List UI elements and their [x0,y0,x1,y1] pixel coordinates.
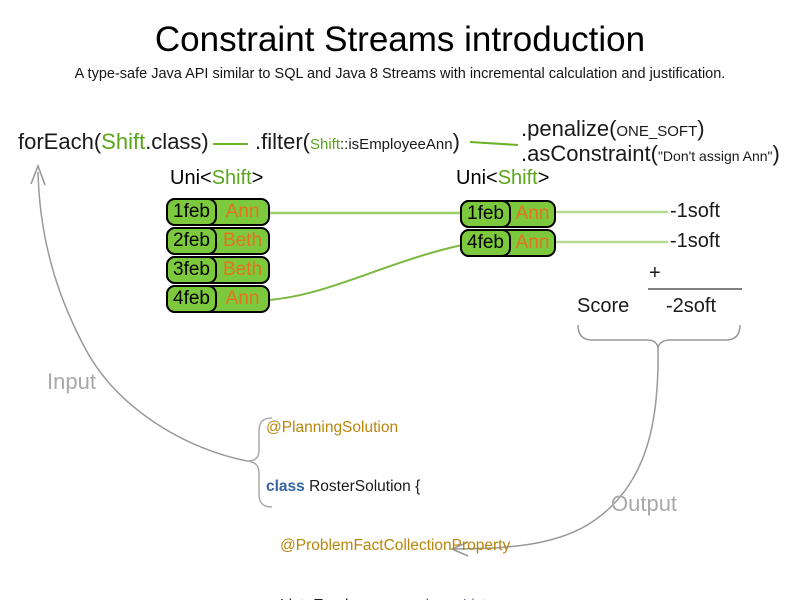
shift-employee: Ann [225,201,260,222]
code-token: employeeList; [395,597,491,600]
shift-employee: Ann [515,203,550,224]
asconstraint-pre: .asConstraint( [521,141,658,166]
subtitle: A type-safe Java API similar to SQL and … [74,66,726,82]
shift-row: 4feb Ann [166,285,270,313]
score-label: Score [577,295,630,317]
output-label: Output [611,491,678,516]
input-label: Input [47,369,96,394]
shift-employee: Ann [225,288,260,309]
page-title: Constraint Streams introduction [154,20,646,59]
shift-row: 2feb Beth [166,227,270,255]
shift-row: 3feb Beth [166,256,270,284]
foreach-type: Shift [101,129,146,154]
input-shift-table: 1feb Ann 2feb Beth 3feb Beth 4feb Ann [166,198,270,314]
code-line: @ProblemFactCollectionProperty [266,536,521,556]
shift-date: 1feb [166,198,217,226]
code-line: @PlanningSolution [266,418,521,438]
code-token: RosterSolution { [304,477,421,495]
filter-type: Shift [310,136,341,153]
code-line: class RosterSolution { [266,477,521,497]
foreach-pre: forEach( [18,129,102,154]
shift-date: 3feb [166,256,217,284]
filtered-shift-table: 1feb Ann 4feb Ann [460,200,556,258]
score-total: -2soft [666,295,717,317]
shift-row: 4feb Ann [460,229,556,257]
code-block: @PlanningSolution class RosterSolution {… [266,378,521,600]
code-token: List<Employee> [280,597,395,600]
penalty-value-2: -1soft [670,230,721,252]
asconstraint-post: ) [772,141,780,166]
filter-pre: .filter( [255,129,310,154]
uni-shift-label-filtered: Uni<Shift> [456,167,549,190]
uni-shift-label-input: Uni<Shift> [170,167,263,190]
shift-date: 4feb [460,229,511,257]
code-line: List<Employee> employeeList; [266,596,521,600]
shift-date: 2feb [166,227,217,255]
shift-employee: Ann [515,232,550,253]
uni-post: > [537,167,550,189]
filter-method: ::isEmployeeAnn [340,136,453,153]
shift-row: 1feb Ann [166,198,270,226]
uni-type: Shift [497,167,538,189]
code-token: @PlanningSolution [266,418,399,436]
penalize-post: ) [697,116,705,141]
shift-employee: Beth [222,259,263,280]
penalize-arg: ONE_SOFT [616,123,698,140]
uni-type: Shift [211,167,252,189]
filter-call: .filter(Shift::isEmployeeAnn) [255,129,460,155]
foreach-call: forEach(Shift.class) [18,129,209,155]
input-arrow-curve [37,171,248,462]
penalize-pre: .penalize( [521,116,617,141]
shift-employee: Beth [222,230,263,251]
code-token: class [266,477,305,495]
score-brace [577,324,741,350]
foreach-post: .class) [145,129,209,154]
asconstraint-call: .asConstraint("Don't assign Ann") [521,141,780,167]
arrowhead-up-icon [30,163,46,186]
code-token: @ProblemFactCollectionProperty [280,537,511,555]
penalize-call: .penalize(ONE_SOFT) [521,116,705,142]
arrowhead-left-icon [450,541,469,557]
filter-penalize-connector [469,141,519,146]
uni-pre: Uni< [170,167,212,189]
shift-date: 1feb [460,200,511,228]
output-arrow-curve [451,346,659,550]
shift-row: 1feb Ann [460,200,556,228]
row-4feb-link [267,244,463,301]
shift-date: 4feb [166,285,217,313]
filter-post: ) [452,129,460,154]
penalty-value-1: -1soft [670,200,721,222]
uni-post: > [251,167,264,189]
uni-pre: Uni< [456,167,498,189]
plus-sign: + [649,262,661,284]
asconstraint-arg: "Don't assign Ann" [657,148,773,164]
